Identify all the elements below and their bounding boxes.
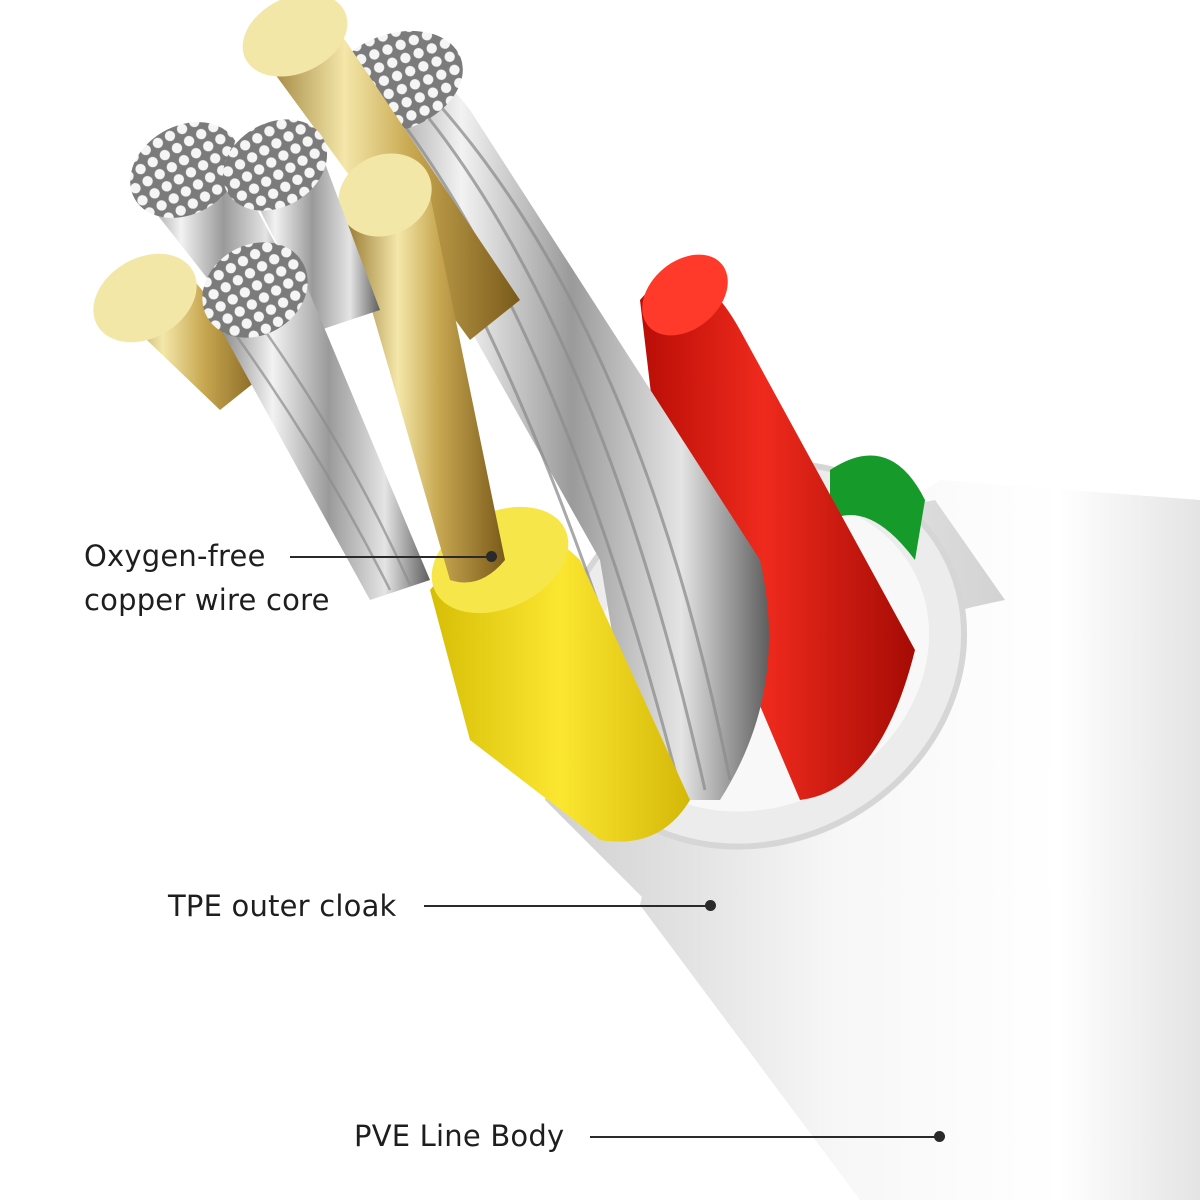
body-callout-label: PVE Line Body	[354, 1119, 565, 1153]
core-leader-dot	[486, 551, 497, 562]
body-leader-line	[590, 1136, 936, 1138]
red-insulation	[640, 276, 915, 800]
body-leader-dot	[934, 1131, 945, 1142]
cloak-leader-dot	[705, 900, 716, 911]
cloak-callout-label: TPE outer cloak	[168, 889, 397, 923]
core-callout-label: Oxygen-free copper wire core	[84, 534, 330, 622]
core-callout-line-2: copper wire core	[84, 583, 330, 617]
core-leader-line	[290, 556, 486, 558]
copper-core	[340, 173, 505, 583]
core-callout-line-1: Oxygen-free	[84, 539, 266, 573]
green-insulation	[830, 455, 925, 560]
cloak-leader-line	[424, 905, 706, 907]
